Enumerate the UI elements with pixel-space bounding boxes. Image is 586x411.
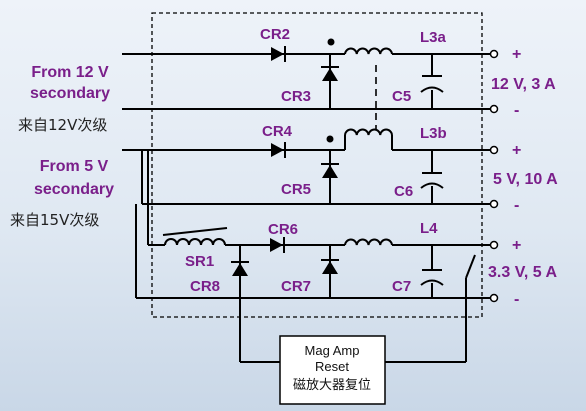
label-cr5: CR5: [281, 181, 311, 198]
terminal-5v-plus: [489, 145, 499, 155]
label-cr8: CR8: [190, 278, 220, 295]
terminal-12v-minus: [489, 104, 499, 114]
reset-box-line3: 磁放大器复位: [293, 378, 371, 393]
input-12v-label-line1: From 12 V: [31, 64, 109, 81]
label-l4: L4: [420, 220, 438, 237]
input-5v-label-line1: From 5 V: [40, 158, 109, 175]
reset-box-line1: Mag Amp: [305, 343, 360, 358]
out1-minus: -: [514, 102, 519, 119]
out1-label: 12 V, 3 A: [491, 76, 556, 93]
dot-marker-1: [327, 38, 335, 46]
section-3v3: [122, 149, 494, 363]
diode-cr2: [271, 47, 284, 61]
diode-cr4: [271, 143, 284, 157]
label-cr4: CR4: [262, 123, 293, 140]
out2-plus: +: [512, 142, 521, 159]
diode-cr3: [322, 68, 338, 81]
out3-plus: +: [512, 237, 521, 254]
label-l3b: L3b: [420, 125, 447, 142]
label-cr6: CR6: [268, 221, 298, 238]
input-12v-label-line2: secondary: [30, 85, 110, 102]
reset-box-line2: Reset: [315, 359, 349, 374]
section-5v: [122, 128, 494, 205]
out1-plus: +: [512, 46, 521, 63]
input-5v-label-cn: 来自15V次级: [10, 211, 99, 229]
capacitor-c6: [420, 182, 444, 189]
section-12v: [122, 47, 494, 110]
diode-cr8: [232, 263, 248, 276]
out3-minus: -: [514, 291, 519, 308]
capacitor-c5: [420, 86, 444, 93]
label-c7: C7: [392, 278, 411, 295]
out3-label: 3.3 V, 5 A: [488, 264, 558, 281]
label-cr3: CR3: [281, 88, 311, 105]
label-cr2: CR2: [260, 26, 290, 43]
inductor-l3a: [344, 47, 393, 55]
terminal-12v-plus: [489, 49, 499, 59]
label-cr7: CR7: [281, 278, 311, 295]
label-sr1: SR1: [185, 253, 214, 270]
label-c5: C5: [392, 88, 411, 105]
module-boundary: [151, 12, 483, 318]
input-12v-label-cn: 来自12V次级: [18, 116, 107, 134]
terminal-3v3-minus: [489, 293, 499, 303]
diode-cr7: [322, 261, 338, 274]
terminal-3v3-plus: [489, 240, 499, 250]
out2-minus: -: [514, 197, 519, 214]
diode-cr5: [322, 165, 338, 178]
dot-marker-2: [326, 135, 334, 143]
mag-amp-reset-box: [279, 335, 386, 405]
out2-label: 5 V, 10 A: [493, 171, 558, 188]
label-l3a: L3a: [420, 29, 447, 46]
saturable-reactor-sr1: [164, 238, 226, 246]
label-c6: C6: [394, 183, 413, 200]
terminal-5v-minus: [489, 199, 499, 209]
input-5v-label-line2: secondary: [34, 181, 114, 198]
inductor-l3b: [344, 128, 393, 136]
diode-cr6: [270, 238, 283, 252]
inductor-l4: [344, 238, 393, 246]
capacitor-c7: [420, 279, 444, 286]
